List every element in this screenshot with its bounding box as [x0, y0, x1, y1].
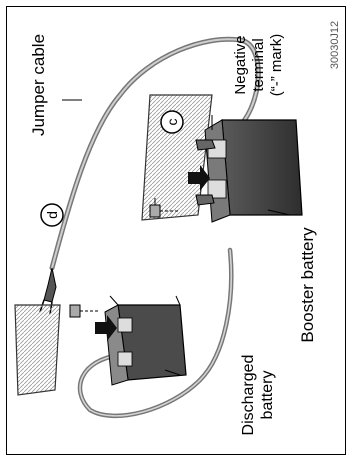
- label-negative-terminal-1: Negative: [232, 35, 249, 94]
- discharged-battery: [104, 295, 187, 386]
- arrow-booster: [188, 165, 210, 191]
- marker-d-label: d: [44, 211, 60, 219]
- label-booster-battery: Booster battery: [298, 227, 317, 343]
- label-jumper-cable: Jumper cable: [29, 34, 48, 136]
- marker-c: c: [160, 110, 184, 134]
- label-negative-terminal-2: terminal: [250, 38, 267, 91]
- label-discharged-battery-1: Discharged: [240, 355, 257, 436]
- battery-cover-bottom: [14, 304, 61, 396]
- terminal-cap-top: [149, 198, 180, 218]
- battery-cover-top: [141, 94, 213, 221]
- leader-discharged-battery: [164, 369, 181, 376]
- marker-d: d: [40, 203, 64, 227]
- negative-terminal-clamp: [195, 139, 216, 206]
- arrow-discharged: [95, 315, 117, 341]
- leader-booster-battery: [267, 209, 291, 216]
- label-discharged-battery-2: battery: [259, 371, 276, 420]
- marker-c-label: c: [164, 119, 180, 126]
- terminal-cap-bottom: [69, 304, 100, 318]
- label-negative-terminal-3: (“-” mark): [268, 34, 285, 96]
- booster-battery: [204, 119, 303, 223]
- figure-code: 30030J12: [329, 21, 341, 69]
